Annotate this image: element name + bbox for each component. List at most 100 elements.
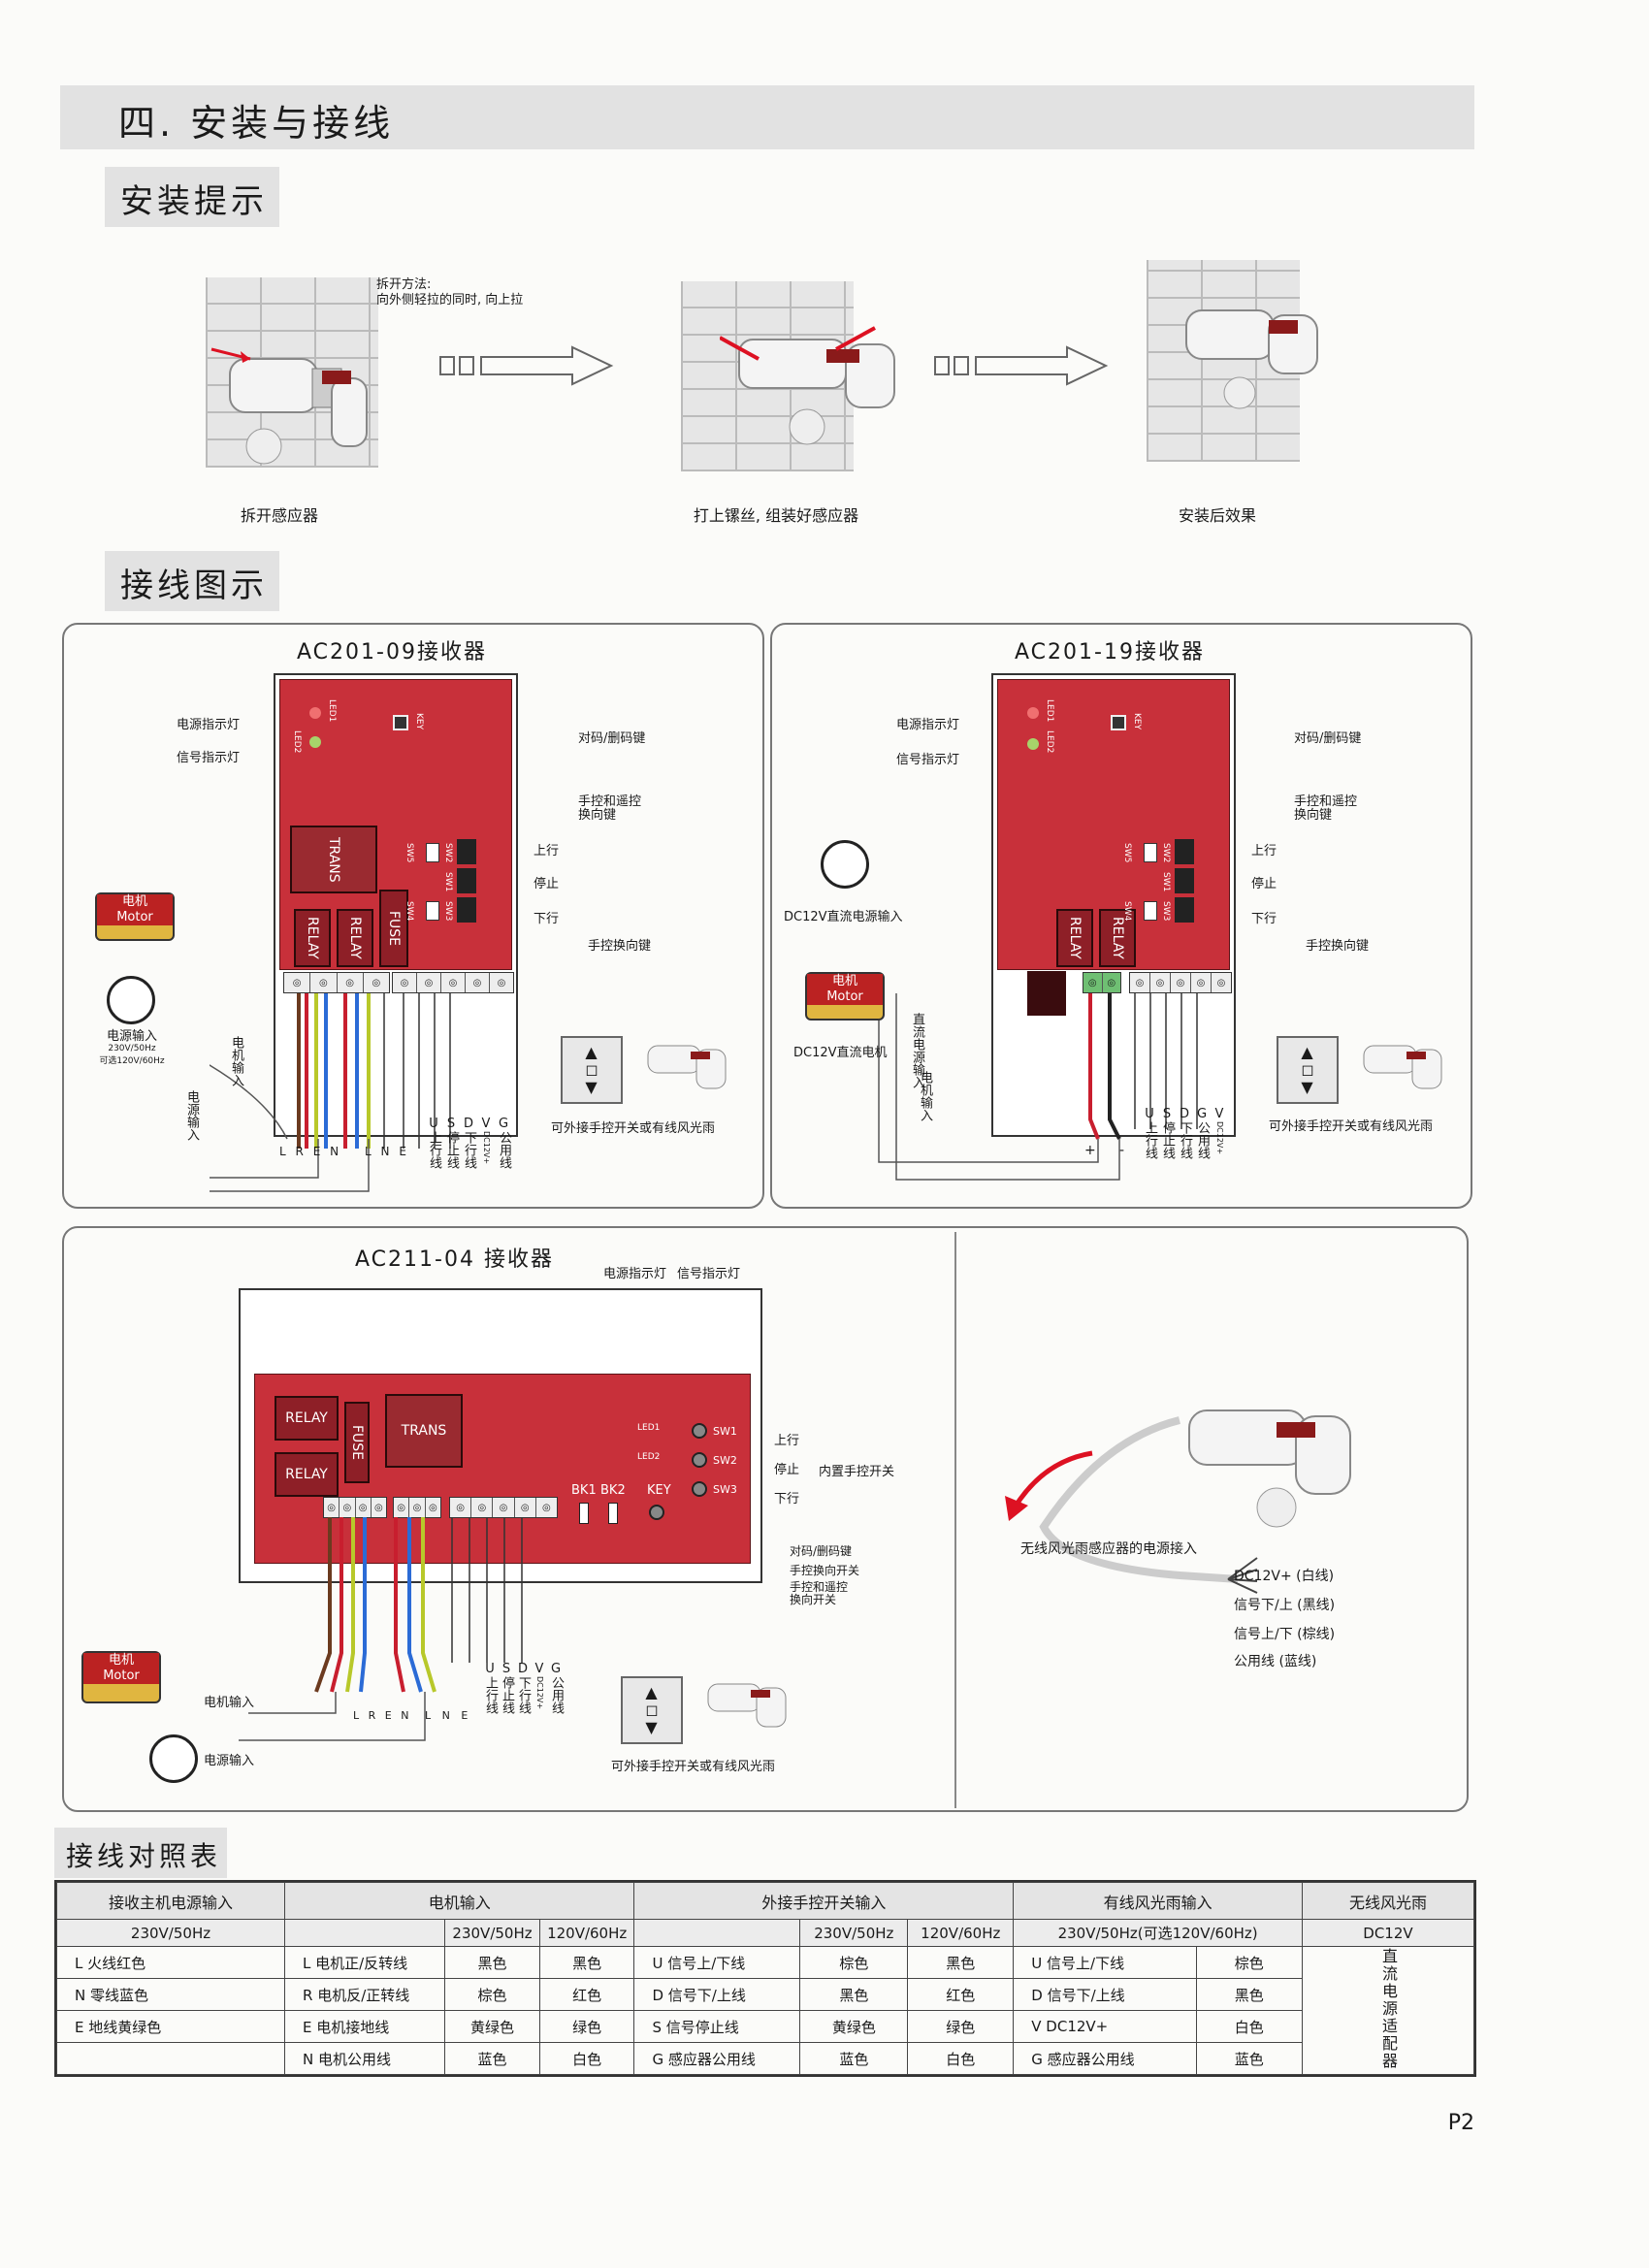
terminal-labels-l: L R E N — [279, 1145, 342, 1158]
motor-input-label: 电机输入 — [229, 1036, 243, 1086]
table-header-row: 接收主机电源输入 电机输入 外接手控开关输入 有线风光雨输入 无线风光雨 — [56, 1882, 1475, 1920]
panel3-title: AC211-04 接收器 — [355, 1247, 554, 1272]
stop-label: 停止 — [774, 1463, 800, 1477]
power-input-label: 电源输入 — [184, 1090, 199, 1141]
sw1-button[interactable] — [692, 1423, 707, 1439]
sw2-button[interactable] — [457, 839, 476, 864]
ext-switch-label: 可外接手控开关或有线风光雨 — [551, 1121, 716, 1136]
bk1-switch[interactable] — [579, 1503, 589, 1524]
signal-led-label: 信号指示灯 — [177, 751, 241, 765]
sensor-illustration-2 — [719, 320, 914, 446]
wiring-heading-text: 接线图示 — [120, 567, 268, 605]
relay-1: RELAY — [1056, 909, 1093, 967]
tip-line1: 拆开方法: — [376, 277, 432, 292]
ext-switch-label: 可外接手控开关或有线风光雨 — [611, 1760, 776, 1774]
install-heading: 安装提示 — [105, 167, 279, 227]
key-button[interactable] — [393, 715, 408, 730]
sw1-button[interactable] — [1175, 868, 1194, 893]
sw4-switch[interactable] — [1144, 901, 1157, 921]
panel-ac201-09: AC201-09接收器 LED1 LED2 KEY TRANS RELAY RE… — [62, 623, 764, 1209]
dc-in-label: DC12V直流电源输入 — [784, 910, 903, 924]
pair-key-label: 对码/删码键 — [1294, 731, 1362, 746]
power-led-label: 电源指示灯 — [603, 1267, 667, 1281]
sw1-button[interactable] — [457, 868, 476, 893]
up-label: 上行 — [774, 1434, 800, 1448]
pair-key-label: 对码/删码键 — [790, 1544, 853, 1558]
step3-caption: 安装后效果 — [1178, 506, 1256, 525]
manual-dir-label: 手控换向键 — [588, 939, 652, 954]
bk2-text: BK2 — [600, 1483, 626, 1498]
motor-input-label: 电机输入 — [204, 1696, 255, 1710]
wire-black-label: 信号下/上 (黑线) — [1234, 1598, 1336, 1613]
dc-plus: + — [1084, 1143, 1096, 1158]
stop-label: 停止 — [534, 877, 560, 891]
sensor-illustration-3 — [1181, 301, 1337, 417]
sw2-text: SW2 — [713, 1454, 737, 1467]
sw5-switch[interactable] — [426, 843, 439, 862]
key-text: KEY — [647, 1483, 671, 1498]
sensor-icon — [647, 1045, 727, 1089]
sw2-button[interactable] — [692, 1452, 707, 1468]
sw3-button[interactable] — [457, 897, 476, 923]
led2-text: LED2 — [292, 730, 302, 754]
relay-1: RELAY — [275, 1396, 339, 1441]
ac-power-icon — [107, 976, 155, 1024]
relay-2: RELAY — [275, 1452, 339, 1497]
sensor-icon — [1363, 1045, 1442, 1089]
terminal-block-lren: ◎◎◎◎ — [323, 1497, 387, 1518]
circuit-board: LED1 LED2 KEY TRANS RELAY RELAY FUSE SW5… — [279, 679, 512, 970]
transformer: TRANS — [385, 1394, 463, 1468]
wall-switch-icon: ▲◻▼ — [1277, 1036, 1339, 1104]
pair-key-label: 对码/删码键 — [578, 731, 646, 746]
terminal-block-lne: ◎◎◎ — [393, 1497, 441, 1518]
fuse: FUSE — [379, 890, 408, 967]
terminal-labels-lren: L R E N — [353, 1709, 412, 1722]
install-heading-text: 安装提示 — [120, 182, 268, 221]
col-motor: 电机输入 — [283, 1882, 635, 1920]
section-banner: 四. 安装与接线 — [60, 85, 1474, 149]
down-label: 下行 — [774, 1492, 800, 1507]
wireless-power-label: 无线风光雨感应器的电源接入 — [1020, 1541, 1197, 1557]
key-button[interactable] — [1111, 715, 1126, 730]
dir-key-label: 手控和遥控换向键 — [1294, 794, 1358, 823]
panel-ac201-19: AC201-19接收器 LED1 LED2 KEY RELAY RELAY SW… — [770, 623, 1472, 1209]
key-button[interactable] — [649, 1505, 664, 1520]
terminal-block-dc: ◎◎ — [1083, 972, 1121, 993]
terminal-block-lren: ◎◎◎◎ — [283, 972, 390, 993]
inner-switch-label: 内置手控开关 — [819, 1465, 895, 1479]
relay-2: RELAY — [1099, 909, 1136, 967]
up-label: 上行 — [1251, 844, 1277, 859]
terminal-labels-lne: L N E — [365, 1145, 409, 1158]
sw3-button[interactable] — [1175, 897, 1194, 923]
motor-input-label: 电机输入 — [918, 1071, 932, 1121]
panel-ac211-04: AC211-04 接收器 电源指示灯 信号指示灯 RELAY RELAY FUS… — [62, 1226, 1469, 1812]
circuit-board: LED1 LED2 KEY RELAY RELAY SW5 SW4 SW2 SW… — [997, 679, 1230, 1016]
transformer: TRANS — [290, 826, 377, 893]
table-heading: 接线对照表 — [54, 1828, 227, 1878]
col-wireless: 无线风光雨 — [1301, 1882, 1475, 1920]
sw5-switch[interactable] — [1144, 843, 1157, 862]
sw3-button[interactable] — [692, 1481, 707, 1497]
sw2-button[interactable] — [1175, 839, 1194, 864]
table-heading-text: 接线对照表 — [66, 1840, 222, 1872]
wire-brown-label: 信号上/下 (棕线) — [1234, 1627, 1336, 1642]
col-wired: 有线风光雨输入 — [1013, 1882, 1303, 1920]
power-input-label: 电源输入 — [204, 1754, 255, 1768]
wiring-lines — [210, 993, 451, 1192]
bk2-switch[interactable] — [608, 1503, 618, 1524]
terminal-block-usdvg: ◎◎◎◎◎ — [392, 972, 514, 993]
wire-blue-label: 公用线 (蓝线) — [1234, 1654, 1317, 1669]
col-manual: 外接手控开关输入 — [633, 1882, 1015, 1920]
stop-label: 停止 — [1251, 877, 1277, 891]
dc-jack — [1027, 971, 1066, 1016]
terminal-block-usdvg: ◎◎◎◎◎ — [1129, 972, 1232, 993]
sw4-switch[interactable] — [426, 901, 439, 921]
ext-switch-label: 可外接手控开关或有线风光雨 — [1269, 1119, 1434, 1134]
